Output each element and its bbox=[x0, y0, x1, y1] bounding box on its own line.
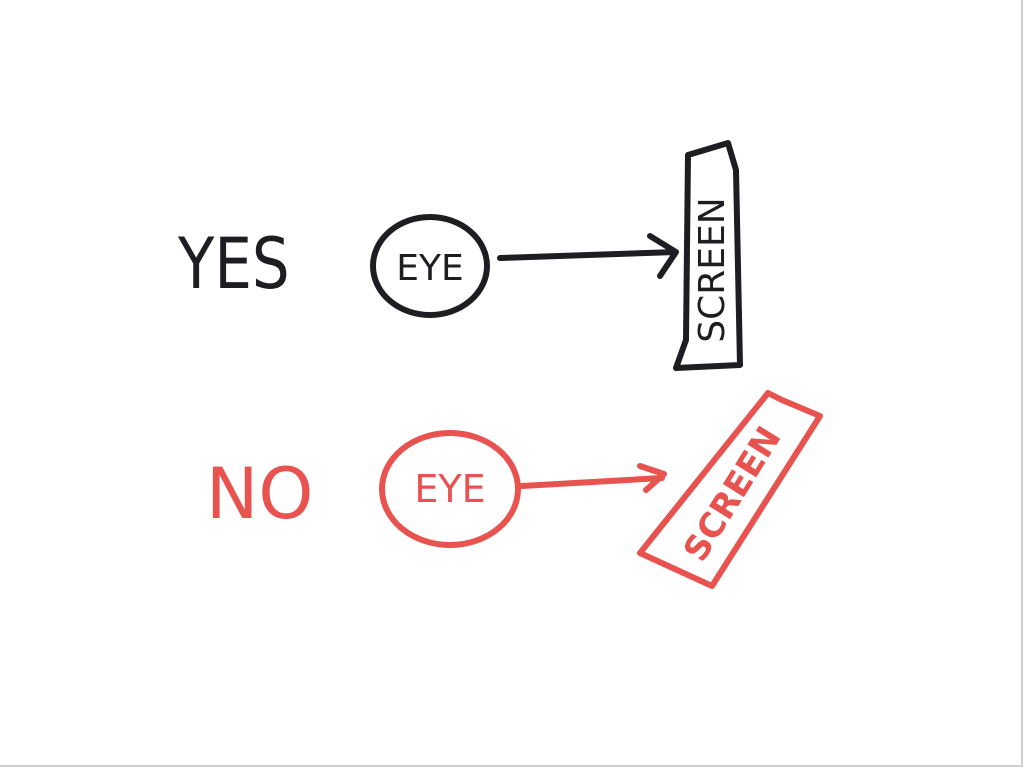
eye-circle bbox=[379, 430, 521, 548]
no-label: NO bbox=[206, 453, 313, 535]
yes-row: YES EYE SCREEN bbox=[177, 140, 743, 371]
screen-rectangle bbox=[637, 390, 823, 589]
yes-label: YES bbox=[177, 224, 290, 305]
arrow bbox=[497, 233, 679, 279]
arrow bbox=[519, 463, 667, 493]
screen-label: SCREEN bbox=[692, 197, 733, 342]
eye-label: EYE bbox=[396, 248, 463, 289]
no-row: NO EYE SCREEN bbox=[206, 390, 823, 589]
screen-rectangle bbox=[673, 140, 743, 371]
eye-label: EYE bbox=[414, 467, 485, 511]
eye-circle bbox=[370, 214, 490, 318]
